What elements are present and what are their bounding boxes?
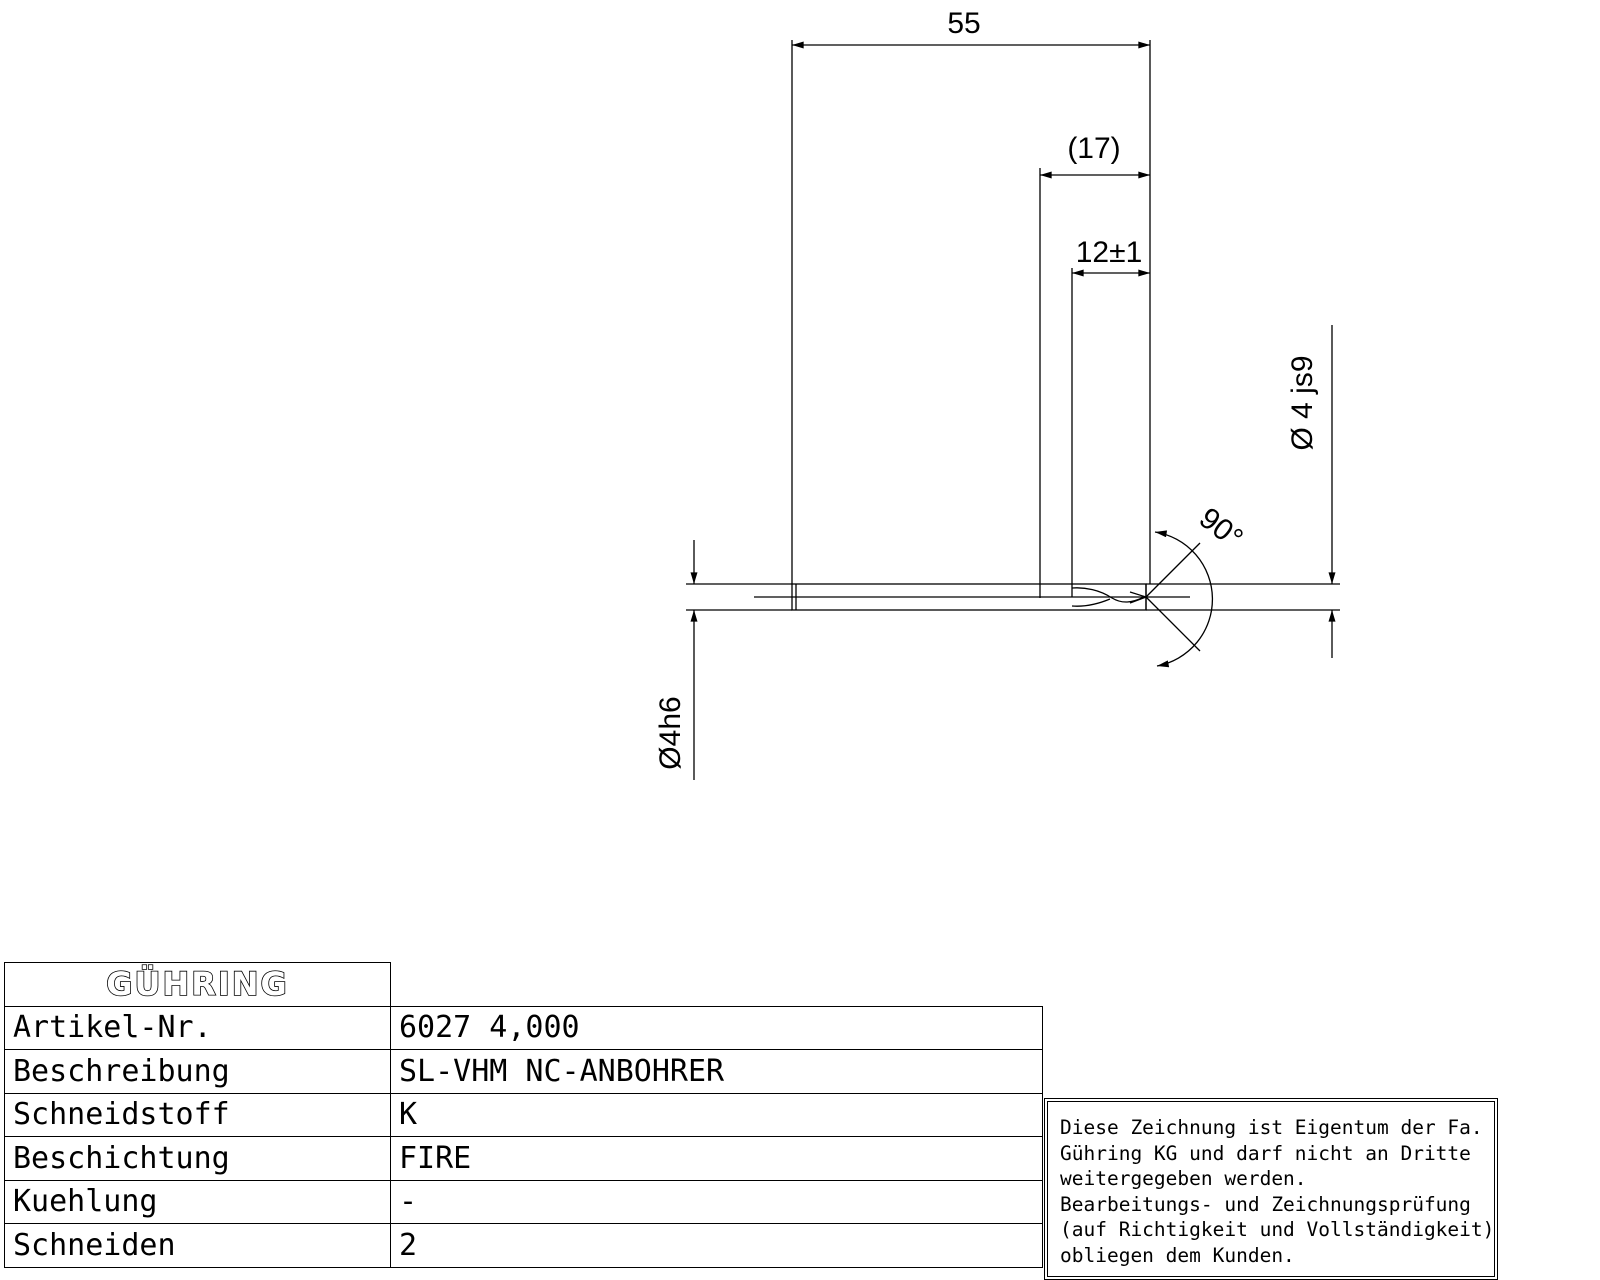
row-value: K [390, 1092, 1043, 1137]
guehring-logo: GÜHRING [105, 964, 289, 1004]
row-value: SL-VHM NC-ANBOHRER [390, 1049, 1043, 1094]
notice-line: Bearbeitungs- und Zeichnungsprüfung [1060, 1192, 1471, 1216]
dimension-shank-diameter [686, 540, 792, 780]
notice-line: Gühring KG und darf nicht an Dritte [1060, 1141, 1471, 1165]
label-flute-length: (17) [1067, 132, 1120, 165]
dimension-overall-length [791, 40, 1151, 584]
notice-line: weitergegeben werden. [1060, 1167, 1307, 1190]
table-row: Beschreibung SL-VHM NC-ANBOHRER [4, 1049, 1043, 1094]
notice-line: Diese Zeichnung ist Eigentum der Fa. [1060, 1116, 1483, 1139]
label-overall-length: 55 [947, 7, 980, 40]
table-row: Kuehlung - [4, 1179, 1043, 1224]
table-row: Schneiden 2 [4, 1223, 1043, 1268]
drill-body [754, 583, 1190, 611]
technical-drawing: 55 (17) 12±1 Ø 4 js9 Ø4h6 90° [654, 7, 1340, 780]
row-label: Schneiden [4, 1223, 391, 1268]
row-value: 2 [390, 1223, 1043, 1268]
table-row: Beschichtung FIRE [4, 1136, 1043, 1181]
ownership-notice: Diese Zeichnung ist Eigentum der Fa. Güh… [1044, 1098, 1498, 1280]
dimension-cutting-length [1071, 268, 1151, 597]
row-value: - [390, 1179, 1043, 1224]
logo-cell: GÜHRING [4, 962, 391, 1007]
table-row: Schneidstoff K [4, 1092, 1043, 1137]
row-value: 6027 4,000 [390, 1005, 1043, 1050]
row-label: Artikel-Nr. [4, 1005, 391, 1050]
row-value: FIRE [390, 1136, 1043, 1181]
logo-row: GÜHRING [4, 962, 1043, 1007]
row-label: Beschichtung [4, 1136, 391, 1181]
label-cutting-length: 12±1 [1076, 236, 1143, 269]
label-shank-diameter: Ø4h6 [654, 696, 687, 769]
label-cutting-diameter: Ø 4 js9 [1286, 355, 1319, 450]
row-label: Kuehlung [4, 1179, 391, 1224]
dimension-point-angle [1145, 530, 1214, 668]
row-label: Schneidstoff [4, 1092, 391, 1137]
row-label: Beschreibung [4, 1049, 391, 1094]
title-block: GÜHRING Artikel-Nr. 6027 4,000 Beschreib… [4, 962, 1043, 1268]
label-point-angle: 90° [1193, 502, 1249, 556]
dimension-cutting-diameter [1146, 325, 1340, 658]
table-row: Artikel-Nr. 6027 4,000 [4, 1005, 1043, 1050]
notice-line: obliegen dem Kunden. [1060, 1243, 1295, 1267]
notice-line: (auf Richtigkeit und Vollständigkeit) [1060, 1218, 1495, 1241]
dimension-flute-length [1039, 168, 1151, 598]
